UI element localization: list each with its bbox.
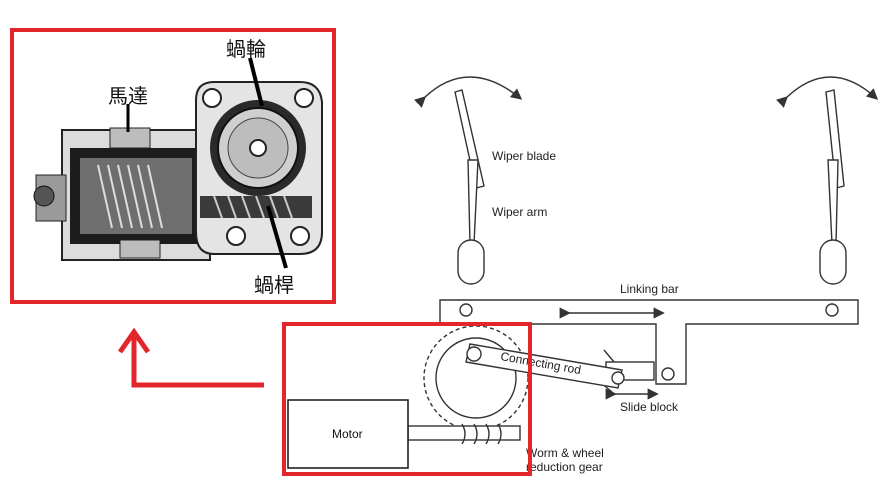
wiper-blade-label: Wiper blade [492,149,556,163]
worm-label: 蝸桿 [254,273,294,297]
wiper-arm-label: Wiper arm [492,205,547,219]
gear-label-line2: reduction gear [526,460,603,474]
red-pointer-arrow [117,327,264,388]
worm-wheel-label: 蝸輪 [226,37,266,61]
motor-highlight-frame [282,322,532,476]
motor-gear-photo [14,32,332,300]
linking-bar-label: Linking bar [620,282,679,296]
gear-label-line1: Worm & wheel [526,446,604,460]
motor-label-cjk: 馬達 [108,84,148,108]
inset-highlight-frame [10,28,336,304]
motor-label: Motor [332,427,363,441]
wiper-schematic [287,76,879,469]
slide-block-label: Slide block [620,400,679,414]
